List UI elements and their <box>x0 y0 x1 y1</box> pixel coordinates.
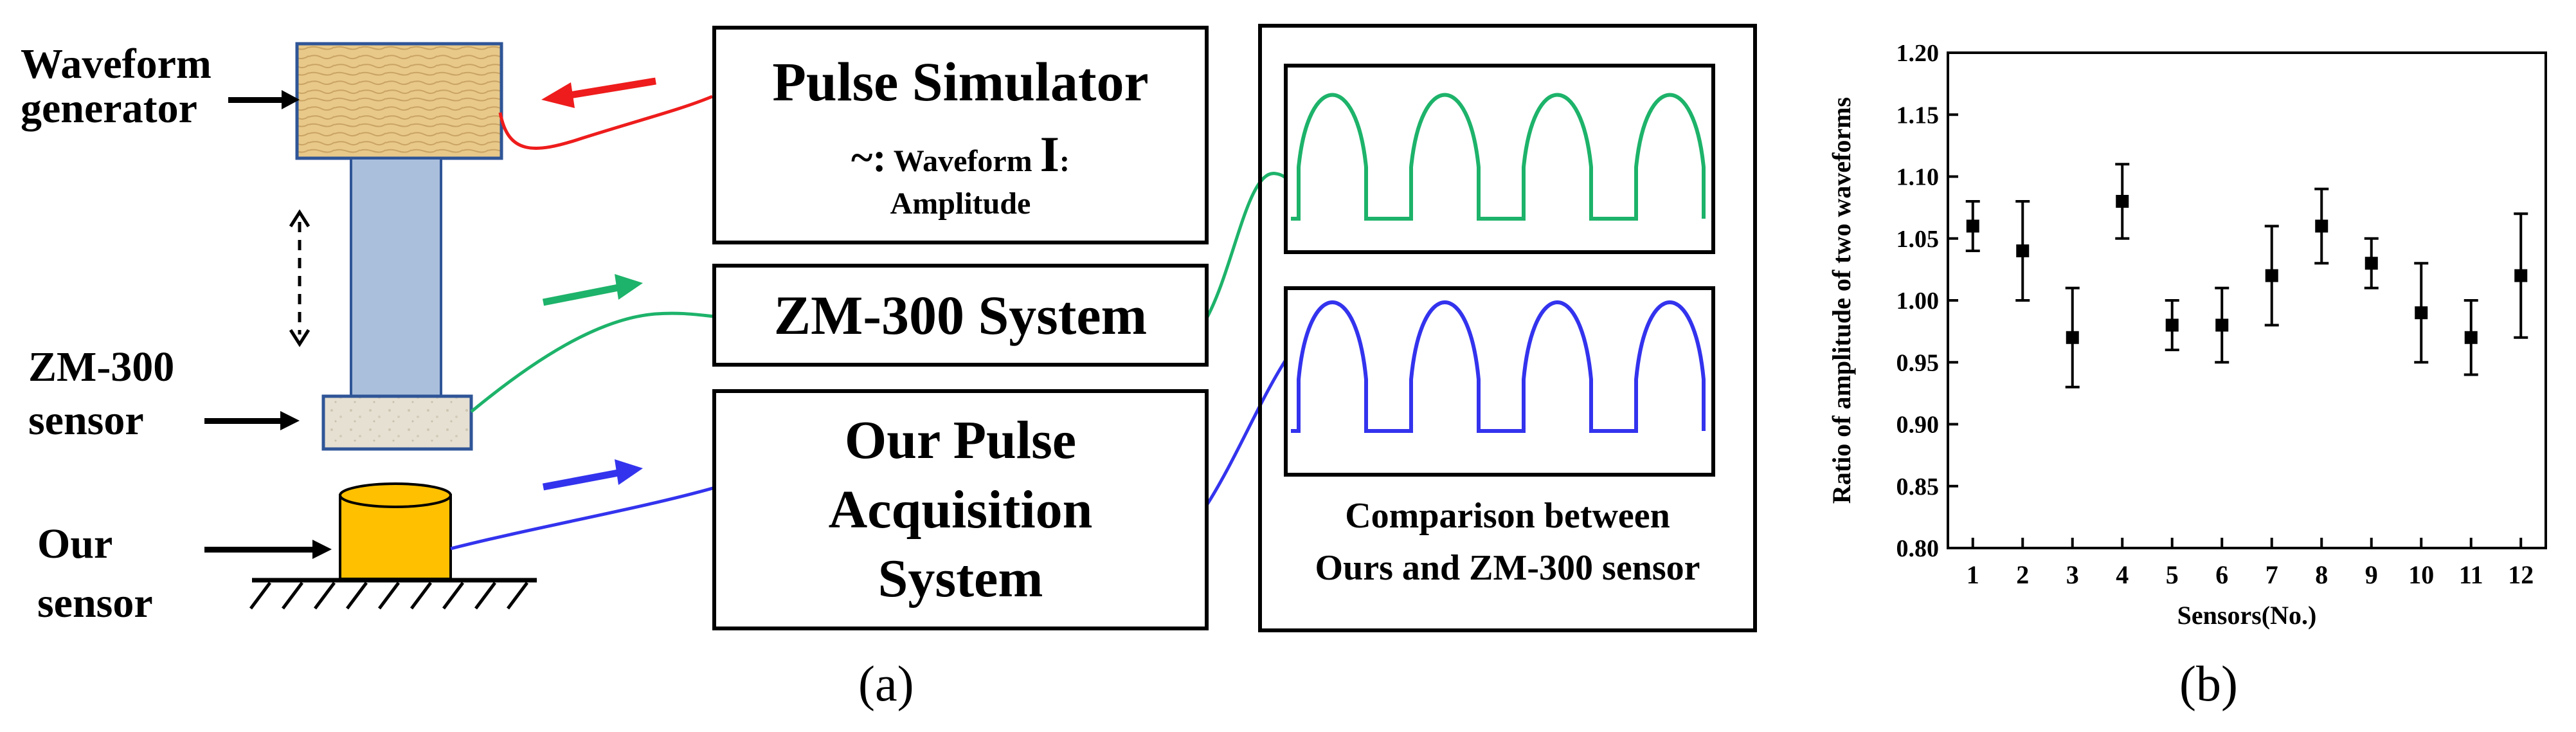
comparison-caption: Comparison between Ours and ZM-300 senso… <box>1260 490 1755 594</box>
caption-b: (b) <box>2179 655 2238 711</box>
data-point <box>2116 195 2129 208</box>
zm300-system-label: ZM-300 System <box>773 284 1148 346</box>
amplitude-colon: : <box>1059 143 1070 178</box>
waveform-generator-block <box>295 42 503 160</box>
waveform-generator-label: Waveform generator <box>21 42 212 131</box>
comparison-caption-line2: Ours and ZM-300 sensor <box>1315 548 1700 589</box>
data-point <box>2315 219 2328 233</box>
waveform-generator-label-line1: Waveform <box>21 41 212 87</box>
data-point <box>2514 269 2528 282</box>
red-wire <box>498 95 713 150</box>
blue-waveform <box>1291 300 1706 433</box>
green-wire <box>470 311 716 413</box>
pulse-simulator-waveform-line: ~: Waveform I: <box>851 125 1070 183</box>
amplitude-text: Amplitude <box>890 186 1031 221</box>
data-point <box>2215 318 2229 332</box>
blue-output-wire <box>1203 356 1290 509</box>
zm300-sensor-block <box>321 394 473 451</box>
data-point <box>2165 318 2179 332</box>
ground-hatch <box>249 578 537 610</box>
data-point <box>2016 244 2030 257</box>
blue-waveform-box <box>1284 286 1715 477</box>
x-tick-label: 10 <box>2408 560 2434 589</box>
y-tick-label: 0.85 <box>1896 473 1940 500</box>
y-tick-label: 0.95 <box>1896 349 1940 376</box>
data-point <box>2415 306 2428 320</box>
y-tick-label: 1.05 <box>1896 226 1940 253</box>
blue-signal-arrow <box>542 459 643 491</box>
data-point <box>2066 331 2079 344</box>
x-tick-label: 12 <box>2508 560 2534 589</box>
data-point <box>2265 269 2278 282</box>
x-tick-label: 9 <box>2365 560 2378 589</box>
green-signal-arrow <box>542 274 643 306</box>
our-system-line2: Acquisition <box>828 479 1093 540</box>
caption-a: (a) <box>858 655 914 711</box>
zm300-sensor-label-line1: ZM-300 <box>28 343 175 390</box>
x-tick-label: 3 <box>2066 560 2079 589</box>
y-axis-label: Ratio of amplitude of two waveforms <box>1827 97 1856 504</box>
red-signal-arrow <box>541 77 656 108</box>
x-tick-label: 2 <box>2016 560 2029 589</box>
green-waveform-box <box>1284 64 1715 254</box>
transmission-column <box>350 157 442 398</box>
our-acquisition-system-box: Our Pulse Acquisition System <box>712 389 1209 630</box>
zm300-system-box: ZM-300 System <box>712 264 1209 367</box>
y-tick-label: 0.90 <box>1896 412 1940 439</box>
label-arrows <box>204 90 332 559</box>
our-sensor-label-line2: sensor <box>37 580 153 627</box>
x-tick-label: 11 <box>2459 560 2483 589</box>
pulse-simulator-title: Pulse Simulator <box>772 50 1149 113</box>
comparison-frame <box>1258 24 1757 632</box>
y-tick-label: 0.80 <box>1896 535 1940 562</box>
our-sensor-cap <box>339 482 452 508</box>
wave-tilde-symbol: ~: <box>851 134 887 180</box>
x-axis-label: Sensors(No.) <box>2177 601 2317 630</box>
pulse-simulator-box: Pulse Simulator ~: Waveform I: Amplitude <box>712 26 1209 244</box>
our-sensor-label: Our sensor <box>37 515 153 634</box>
waveform-text: Waveform <box>893 143 1032 178</box>
x-tick-label: 6 <box>2215 560 2228 589</box>
vertical-motion-arrow <box>289 209 311 347</box>
zm300-sensor-label-line2: sensor <box>28 396 144 444</box>
our-sensor-label-line1: Our <box>37 520 113 567</box>
x-tick-label: 5 <box>2166 560 2179 589</box>
data-point <box>1966 219 1979 233</box>
plot-frame <box>1947 51 2547 549</box>
our-system-line1: Our Pulse <box>844 410 1077 471</box>
x-tick-label: 4 <box>2116 560 2129 589</box>
x-tick-label: 1 <box>1967 560 1979 589</box>
our-system-line3: System <box>878 549 1043 609</box>
x-tick-label: 8 <box>2315 560 2328 589</box>
y-tick-label: 1.15 <box>1896 102 1940 129</box>
x-tick-label: 7 <box>2265 560 2278 589</box>
amplitude-symbol: I <box>1040 125 1060 182</box>
y-tick-label: 1.10 <box>1896 164 1940 191</box>
green-waveform <box>1291 93 1706 221</box>
y-tick-label: 1.00 <box>1896 288 1940 315</box>
data-point <box>2464 331 2478 344</box>
zm300-sensor-label: ZM-300 sensor <box>28 341 174 447</box>
y-tick-label: 1.20 <box>1896 40 1940 67</box>
comparison-caption-line1: Comparison between <box>1345 496 1670 536</box>
blue-wire <box>450 486 716 551</box>
green-output-wire <box>1203 172 1297 323</box>
waveform-generator-label-line2: generator <box>21 85 197 133</box>
data-point <box>2364 257 2378 270</box>
